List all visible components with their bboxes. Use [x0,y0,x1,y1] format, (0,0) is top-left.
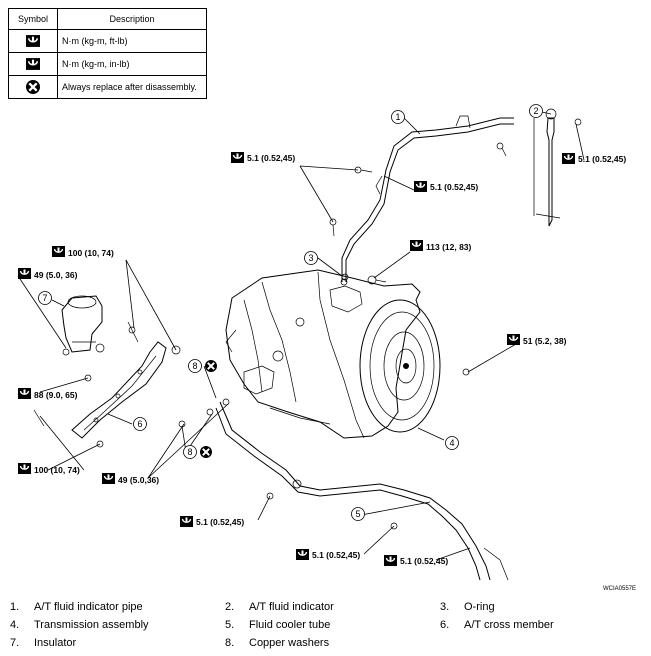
svg-text:3: 3 [308,253,313,263]
torque-wrench-icon [409,239,424,252]
torque-wrench-inlb-icon [413,180,428,193]
callout-8-lower: 8 [183,445,213,459]
torque-wrench-inlb-icon [179,515,194,528]
torque-wrench-inlb-icon [26,57,40,71]
svg-text:100 (10, 74): 100 (10, 74) [68,248,114,258]
legend-description: Always replace after disassembly. [57,75,207,99]
torque-wrench-inlb-icon [561,152,576,165]
fluid-cooler-tube [215,401,509,581]
part-item: 8.Copper washers [225,637,330,649]
callout-6: 6 [133,417,147,431]
torque-100-bottom: 100 (10, 74) [17,462,80,475]
torque-wrench-inlb-icon [230,151,245,164]
torque-wrench-icon [51,245,66,258]
callout-2: 2 [529,104,543,118]
torque-pipe-right: 5.1 (0.52,45) [413,180,478,193]
replace-x-icon [204,359,218,373]
insulator [61,295,105,353]
callout-1: 1 [391,110,405,124]
torque-wrench-icon [17,462,32,475]
svg-text:88 (9.0, 65): 88 (9.0, 65) [34,390,78,400]
torque-wrench-inlb-icon [295,548,310,561]
svg-text:5.1 (0.52,45): 5.1 (0.52,45) [312,550,360,560]
torque-49-bottom: 49 (5.0,36) [101,472,159,485]
legend-row: N·m (kg-m, ft-lb) [8,29,207,53]
legend-row: Always replace after disassembly. [8,75,207,99]
cross-member [71,341,167,439]
legend-description: N·m (kg-m, in-lb) [57,52,207,76]
transmission-assembly [225,269,441,439]
torque-wrench-icon [17,387,32,400]
svg-text:1: 1 [395,112,400,122]
svg-text:5.1 (0.52,45): 5.1 (0.52,45) [400,556,448,566]
callout-7: 7 [38,291,52,305]
exploded-diagram: 1 2 3 4 5 6 7 8 8 5.1 (0.52,45) 5.1 [17,104,636,592]
legend-header-symbol: Symbol [8,8,58,30]
torque-51: 51 (5.2, 38) [506,333,567,346]
replace-x-icon [26,80,40,94]
svg-text:8: 8 [187,447,192,457]
svg-text:113 (12, 83): 113 (12, 83) [426,242,472,252]
svg-text:49 (5.0, 36): 49 (5.0, 36) [34,270,78,280]
part-item: 2.A/T fluid indicator [225,601,334,613]
legend-row: N·m (kg-m, in-lb) [8,52,207,76]
svg-text:5.1 (0.52,45): 5.1 (0.52,45) [578,154,626,164]
torque-49-top: 49 (5.0, 36) [17,267,78,280]
torque-wrench-icon [26,34,40,48]
torque-100-top: 100 (10, 74) [51,245,114,258]
torque-wrench-icon [17,267,32,280]
svg-text:2: 2 [533,106,538,116]
part-item: 3.O-ring [440,601,495,613]
callout-4: 4 [445,436,459,450]
torque-113: 113 (12, 83) [409,239,472,252]
svg-text:100 (10, 74): 100 (10, 74) [34,465,80,475]
legend-description: N·m (kg-m, ft-lb) [57,29,207,53]
part-item: 6.A/T cross member [440,619,554,631]
torque-pipe-left: 5.1 (0.52,45) [230,151,295,164]
svg-text:8: 8 [192,361,197,371]
torque-indicator: 5.1 (0.52,45) [561,152,626,165]
svg-text:5.1 (0.52,45): 5.1 (0.52,45) [247,153,295,163]
figure-code: WCIA0557E [603,586,636,592]
callout-5: 5 [351,507,365,521]
parts-list: 1.A/T fluid indicator pipe 2.A/T fluid i… [10,598,640,652]
torque-wrench-icon [101,472,116,485]
torque-wrench-inlb-icon [383,554,398,567]
callout-8-upper: 8 [188,359,218,373]
leader-lines [17,111,585,561]
svg-text:5.1 (0.52,45): 5.1 (0.52,45) [196,517,244,527]
torque-88: 88 (9.0, 65) [17,387,78,400]
symbol-legend: Symbol Description N·m (kg-m, ft-lb) N·m… [8,8,207,99]
callout-3: 3 [304,251,318,265]
fluid-indicator-pipe [341,115,514,282]
legend-header-description: Description [57,8,207,30]
fluid-indicator [533,108,561,227]
torque-cooler-right: 5.1 (0.52,45) [383,554,448,567]
svg-text:5.1 (0.52,45): 5.1 (0.52,45) [430,182,478,192]
bolts [33,118,582,530]
replace-x-icon [199,445,213,459]
svg-text:5: 5 [355,509,360,519]
svg-text:4: 4 [449,438,454,448]
torque-cooler-left: 5.1 (0.52,45) [179,515,244,528]
svg-text:6: 6 [137,419,142,429]
svg-text:7: 7 [42,293,47,303]
torque-wrench-icon [506,333,521,346]
svg-text:49 (5.0,36): 49 (5.0,36) [118,475,159,485]
part-item: 5.Fluid cooler tube [225,619,331,631]
svg-text:51 (5.2, 38): 51 (5.2, 38) [523,336,567,346]
part-item: 7.Insulator [10,637,77,649]
part-item: 1.A/T fluid indicator pipe [10,601,143,613]
part-item: 4.Transmission assembly [10,619,149,631]
torque-cooler-mid: 5.1 (0.52,45) [295,548,360,561]
